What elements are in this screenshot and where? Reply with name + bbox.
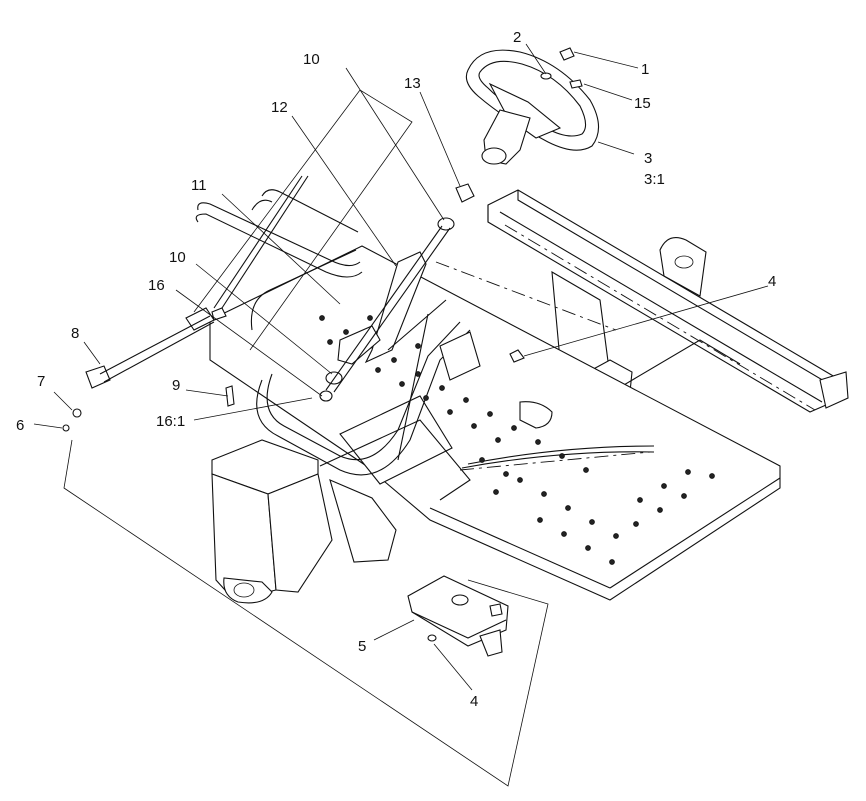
wheel-hardware xyxy=(540,47,583,89)
shafts xyxy=(99,175,451,461)
steering-wheel xyxy=(465,49,600,165)
callout-4-top: 4 xyxy=(768,273,776,290)
callout-9: 9 xyxy=(172,377,180,394)
leader-lines xyxy=(33,43,769,691)
callout-labels: 1 2 15 3 3:1 10 13 12 11 10 16 4 8 7 9 6… xyxy=(16,29,776,710)
phantom-lines xyxy=(63,89,617,787)
callout-3: 3 xyxy=(644,150,652,167)
callout-10-mid: 10 xyxy=(169,249,186,266)
tube-frame xyxy=(195,189,553,476)
callout-11: 11 xyxy=(191,177,207,194)
callout-16-1: 16:1 xyxy=(156,413,185,430)
callout-16: 16 xyxy=(148,277,165,294)
callout-7: 7 xyxy=(37,373,45,390)
steering-gearbox xyxy=(407,575,509,657)
callout-8: 8 xyxy=(71,325,79,342)
frame-rail xyxy=(487,189,849,413)
callout-2: 2 xyxy=(513,29,521,46)
callout-4-bottom: 4 xyxy=(470,693,478,710)
front-frame xyxy=(211,395,471,604)
callout-1: 1 xyxy=(641,61,649,78)
callout-12: 12 xyxy=(271,99,288,116)
callout-13: 13 xyxy=(404,75,421,92)
callout-3-1: 3:1 xyxy=(644,171,665,188)
callout-15: 15 xyxy=(634,95,651,112)
callout-10-top: 10 xyxy=(303,51,320,68)
callout-5: 5 xyxy=(358,638,366,655)
callout-6: 6 xyxy=(16,417,24,434)
